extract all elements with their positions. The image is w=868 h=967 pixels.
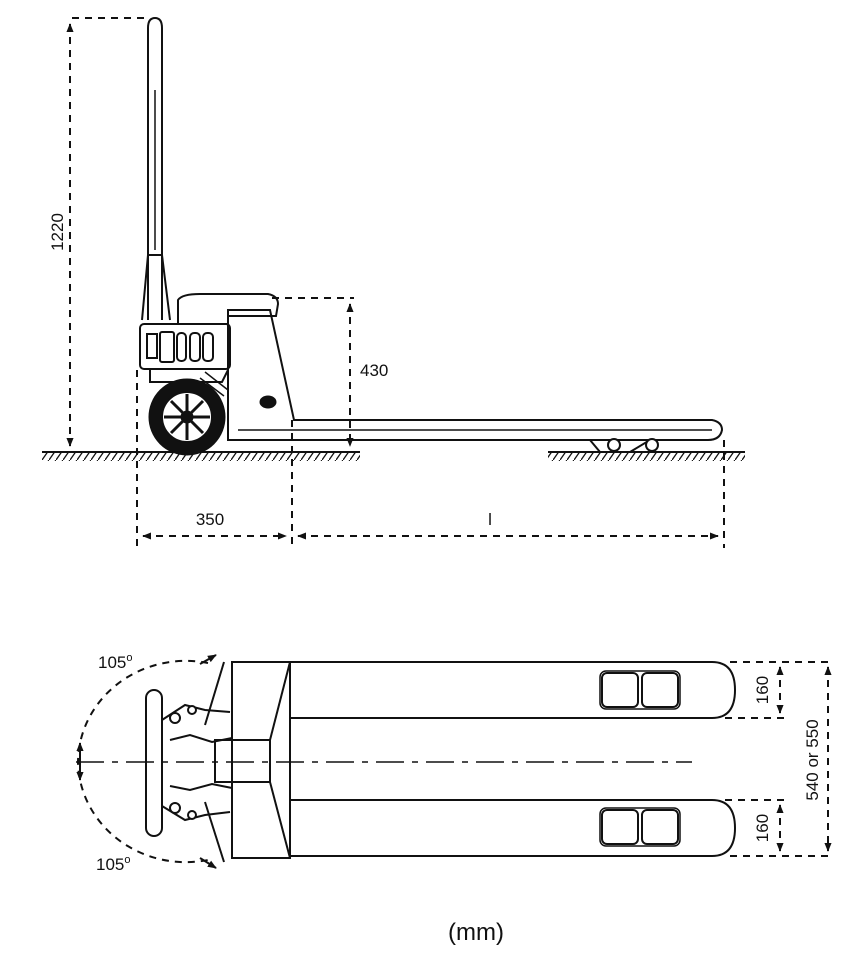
angle-top-label: 105o bbox=[98, 652, 133, 672]
dim-160-top-label: 160 bbox=[753, 676, 772, 704]
dim-1220: 1220 bbox=[48, 17, 150, 447]
dim-540-550-label: 540 or 550 bbox=[803, 719, 822, 800]
dim-160-bottom: 160 bbox=[725, 799, 830, 857]
dim-430-label: 430 bbox=[360, 361, 388, 380]
handle-bar bbox=[145, 689, 233, 837]
dim-160-bottom-label: 160 bbox=[753, 814, 772, 842]
fork-bottom bbox=[290, 799, 737, 857]
dim-350-label: 350 bbox=[196, 510, 224, 529]
load-rollers bbox=[589, 438, 659, 453]
dim-1220-label: 1220 bbox=[48, 213, 67, 251]
side-view: 1220 430 350 l bbox=[42, 16, 745, 548]
fork-top bbox=[290, 661, 737, 719]
top-view: 105o 105o bbox=[76, 652, 832, 874]
unit-label: (mm) bbox=[448, 919, 504, 946]
dim-l-label: l bbox=[488, 510, 492, 529]
ground-left bbox=[42, 451, 360, 461]
dim-540-550: 540 or 550 bbox=[803, 666, 832, 852]
handle bbox=[141, 16, 171, 321]
chassis-top bbox=[214, 661, 291, 859]
ground-right bbox=[548, 451, 745, 461]
dim-160-top: 160 bbox=[725, 661, 830, 719]
dim-430: 430 bbox=[272, 297, 388, 447]
dim-l: l bbox=[297, 440, 725, 548]
dim-350: 350 bbox=[136, 370, 293, 548]
steer-wheel bbox=[148, 378, 226, 456]
angle-bottom-label: 105o bbox=[96, 854, 131, 874]
fork-frame bbox=[227, 309, 724, 441]
